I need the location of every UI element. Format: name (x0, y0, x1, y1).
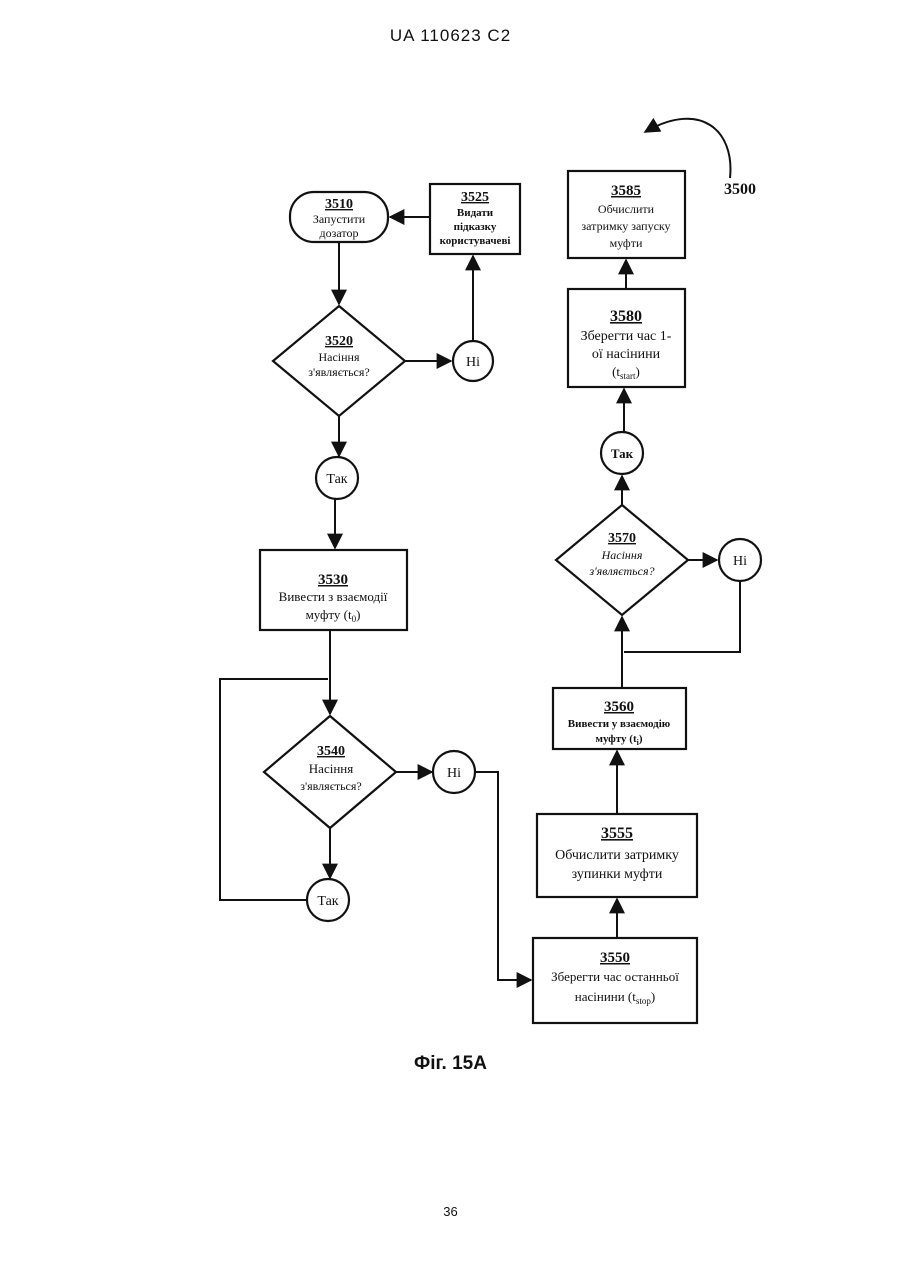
node-3585-id: 3585 (611, 183, 641, 199)
figure-ref-label: 3500 (724, 181, 756, 198)
node-3520-line-1: Насіння (318, 350, 359, 364)
yes-connector-3-label: Так (611, 446, 634, 461)
node-3530-id: 3530 (318, 572, 348, 588)
yes-connector-2-label: Так (317, 894, 338, 909)
node-3555-id: 3555 (601, 825, 633, 842)
node-3580-id: 3580 (610, 308, 642, 325)
yes-connector-1-label: Так (326, 472, 347, 487)
node-3520-line-2: з'являється? (308, 365, 369, 379)
node-3550-line-1: Зберегти час останньої (551, 969, 679, 984)
node-3580-line-1: Зберегти час 1- (581, 329, 672, 344)
node-3550-id: 3550 (600, 950, 630, 966)
node-3570-line-1: Насіння (601, 548, 643, 562)
node-3540-line-1: Насіння (309, 761, 353, 776)
node-3525-line-1: Видати (457, 207, 494, 219)
node-3560-id: 3560 (604, 699, 634, 715)
node-3520-id: 3520 (325, 334, 353, 349)
node-3525-id: 3525 (461, 190, 489, 205)
figure-caption: Фіг. 15А (0, 1053, 901, 1075)
node-3585-line-3: муфти (610, 236, 643, 250)
node-3585-line-2: затримку запуску (581, 219, 670, 233)
no-connector-1-label: Ні (466, 355, 480, 370)
page-number: 36 (0, 1204, 901, 1219)
no-connector-2-label: Ні (447, 766, 461, 781)
node-3510-id: 3510 (325, 197, 353, 212)
node-3580-line-2: ої насінини (592, 347, 661, 362)
node-3555-line-2: зупинки муфти (572, 867, 663, 882)
node-3525-line-3: користувачеві (440, 235, 511, 247)
node-3570-line-2: з'являється? (588, 564, 654, 578)
node-3560-line-1: Вивести у взаємодію (568, 718, 670, 730)
node-3510-line-2: дозатор (320, 226, 359, 240)
node-3510-line-1: Запустити (313, 212, 366, 226)
node-3555-line-1: Обчислити затримку (555, 848, 679, 863)
node-3525-line-2: підказку (454, 221, 497, 233)
node-3570-id: 3570 (608, 531, 636, 546)
node-3560-line-2: муфту (ti) (595, 733, 642, 747)
edge-no-3550 (475, 772, 531, 980)
node-3540-line-2: з'являється? (300, 779, 361, 793)
node-3540-id: 3540 (317, 744, 345, 759)
node-3585-line-1: Обчислити (598, 202, 655, 216)
node-3530-line-1: Вивести з взаємодії (279, 589, 388, 604)
figure-ref-arrow (645, 119, 730, 178)
no-connector-3-label: Ні (733, 554, 747, 569)
